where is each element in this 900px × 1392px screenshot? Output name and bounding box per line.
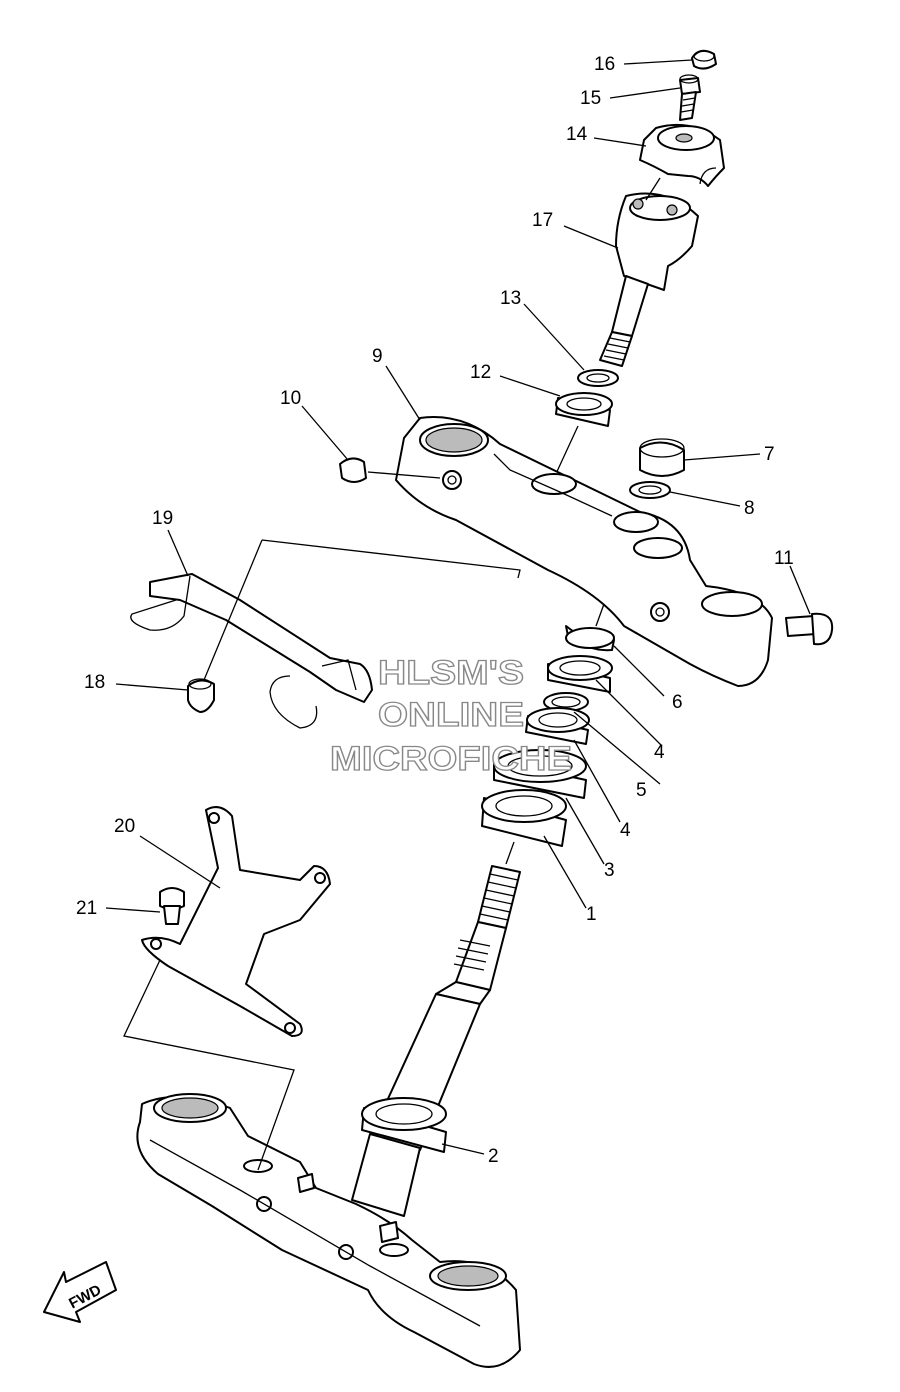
callout-5: 5	[636, 780, 647, 801]
callout-labels: 16 15 14 17 13 12 9 10 7 8 19 11 6 18 4 …	[76, 54, 794, 1167]
part-21-bolt[interactable]	[159, 887, 185, 925]
callout-2: 2	[488, 1146, 499, 1167]
part-15-bolt[interactable]	[679, 74, 701, 121]
callout-10: 10	[280, 388, 301, 409]
watermark-line-2: ONLINE	[378, 696, 524, 734]
callout-7: 7	[764, 444, 775, 465]
callout-4b: 4	[620, 820, 631, 841]
fwd-direction-arrow: FWD	[43, 1261, 117, 1323]
watermark-line-1: HLSM'S	[378, 654, 524, 692]
watermark-line-3: MICROFICHE	[330, 740, 572, 778]
part-2-lower-bearing[interactable]	[351, 1097, 447, 1217]
part-11-bolt[interactable]	[785, 612, 834, 646]
callout-14: 14	[566, 124, 588, 145]
callout-6: 6	[672, 692, 683, 713]
callout-13: 13	[500, 288, 521, 309]
part-17-lower-holder[interactable]	[599, 192, 699, 367]
part-16-cap[interactable]	[691, 49, 717, 70]
callout-9: 9	[372, 346, 383, 367]
part-3-bearing-cover[interactable]	[493, 749, 587, 799]
part-4-ring-nut-upper[interactable]	[547, 655, 613, 693]
callout-19: 19	[152, 508, 173, 529]
callout-15: 15	[580, 88, 601, 109]
lower-bracket[interactable]	[136, 1093, 521, 1368]
part-1-bearing[interactable]	[481, 789, 567, 847]
part-19-bracket[interactable]	[130, 573, 373, 729]
callout-16: 16	[594, 54, 615, 75]
callout-11: 11	[774, 548, 794, 569]
callout-17: 17	[532, 210, 553, 231]
part-7-cap-nut[interactable]	[639, 438, 685, 477]
part-4-ring-nut-lower[interactable]	[525, 707, 590, 745]
callout-20: 20	[114, 816, 135, 837]
callout-8: 8	[744, 498, 755, 519]
part-8-washer[interactable]	[629, 481, 671, 499]
part-12-nut[interactable]	[555, 392, 613, 427]
part-18-nut[interactable]	[187, 678, 215, 713]
part-9-upper-bracket[interactable]	[395, 416, 773, 687]
part-14-upper-holder[interactable]	[639, 123, 725, 187]
callout-3: 3	[604, 860, 615, 881]
part-13-washer[interactable]	[577, 369, 619, 387]
part-20-bracket[interactable]	[141, 806, 331, 1037]
watermark: HLSM'S ONLINE MICROFICHE	[329, 653, 572, 778]
callout-21: 21	[76, 898, 97, 919]
callout-1: 1	[586, 904, 597, 925]
leader-lines	[105, 59, 811, 1155]
callout-18: 18	[84, 672, 105, 693]
callout-4a: 4	[654, 742, 665, 763]
part-6-lock-washer[interactable]	[565, 625, 615, 652]
callout-12: 12	[470, 362, 491, 383]
